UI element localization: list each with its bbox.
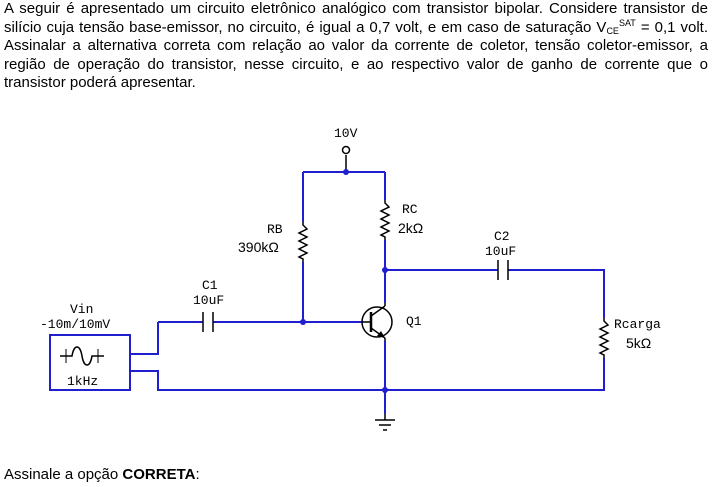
emitter-arrow-icon xyxy=(377,331,385,338)
rb-value: 390kΩ xyxy=(238,239,279,255)
supply-label: 10V xyxy=(334,126,358,141)
vce-subscript: CE xyxy=(606,25,619,36)
instruction-bold: CORRETA xyxy=(122,466,196,483)
sine-wave-icon xyxy=(60,346,104,366)
vin-source: 1kHz Vin -10m/10mV xyxy=(40,302,131,391)
rb-resistor: RB 390kΩ xyxy=(238,222,309,262)
c1-name: C1 xyxy=(202,278,218,293)
vin-value: -10m/10mV xyxy=(40,317,110,332)
instruction-text: Assinale a opção CORRETA: xyxy=(4,466,200,483)
question-part-2: = 0,1 volt. Assinalar a alternativa corr… xyxy=(4,18,709,92)
rc-name: RC xyxy=(402,202,418,217)
rload-name: Rcarga xyxy=(614,317,661,332)
vin-name: Vin xyxy=(70,302,93,317)
c1-value: 10uF xyxy=(193,293,224,308)
rc-resistor: RC 2kΩ xyxy=(379,200,423,240)
rload-value: 5kΩ xyxy=(626,335,651,351)
junction-nodes xyxy=(300,169,388,393)
rb-name: RB xyxy=(267,222,283,237)
c2-capacitor: C2 10uF xyxy=(485,229,516,280)
sat-superscript: SAT xyxy=(618,17,636,28)
c1-capacitor: C1 10uF xyxy=(193,278,224,332)
q1-transistor: Q1 xyxy=(361,303,422,341)
instruction-suffix: : xyxy=(195,466,200,483)
q1-name: Q1 xyxy=(406,314,422,329)
supply-terminal: 10V xyxy=(334,126,358,172)
ground-symbol xyxy=(375,414,395,431)
question-text: A seguir é apresentado um circuito eletr… xyxy=(4,0,708,93)
rload-resistor: Rcarga 5kΩ xyxy=(598,317,661,358)
rc-value: 2kΩ xyxy=(398,220,423,236)
c2-name: C2 xyxy=(494,229,510,244)
instruction-prefix: Assinale a opção xyxy=(4,466,123,483)
c2-value: 10uF xyxy=(485,244,516,259)
vin-frequency: 1kHz xyxy=(67,374,98,389)
question-part-1: A seguir é apresentado um circuito eletr… xyxy=(4,0,708,36)
